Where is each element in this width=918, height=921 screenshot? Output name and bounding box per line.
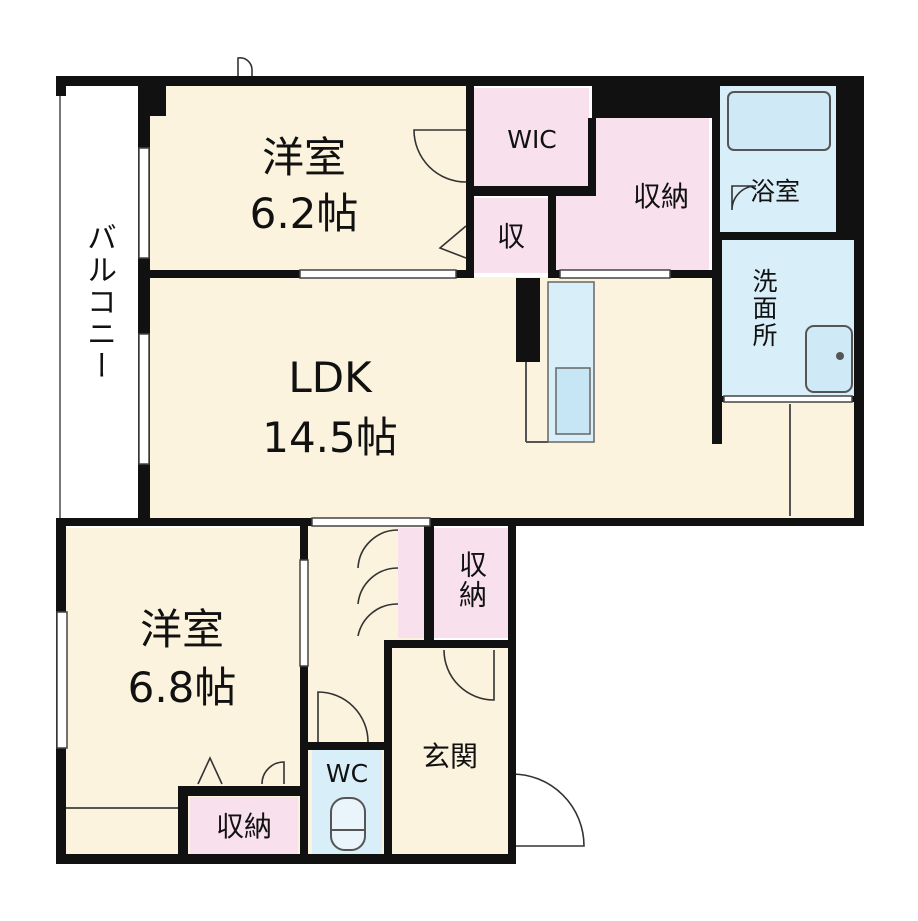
western-room-1-floor [148,85,468,275]
door-storage-hall [443,649,495,701]
door-entrance [511,773,585,847]
room1-size: 6.2帖 [250,189,359,238]
door-bathroom [731,185,757,211]
storage-hall-floor [434,528,510,638]
door-storage-small [438,225,467,259]
closet-strip [398,528,424,638]
doors [197,57,757,847]
storage-hall-label: 収納 [455,550,488,610]
storage-room2-label: 収納 [216,810,272,843]
wic-label: WIC [507,125,557,154]
toilet-label: WC [326,759,368,788]
door-hall-closet [357,529,399,637]
window-room1 [138,147,150,259]
room2-name: 洋室 [140,605,224,654]
entrance-label: 玄関 [422,740,478,773]
storage-small-top-floor [474,198,549,273]
sliding-kitchen [559,269,671,279]
ldk-name: LDK [288,353,373,402]
door-room2-closet [197,756,285,785]
sliding-room2 [299,559,309,667]
bathtub [727,91,831,151]
storage-large-top-label: 収納 [633,180,689,213]
labels: 洋室 6.2帖 LDK 14.5帖 洋室 6.8帖 WIC 収納 収 浴室 WC… [128,125,800,843]
room2-size: 6.8帖 [128,663,237,712]
storage-room2-floor [190,797,298,855]
door-wc [317,691,369,743]
bathroom-label: 浴室 [750,177,800,206]
ldk-size: 14.5帖 [262,413,398,462]
entrance-floor [392,648,510,854]
storage-small-top-label: 収 [497,220,525,253]
balcony-label: バルコニー [81,222,116,382]
balcony-area [59,84,141,521]
kitchen-sink [555,367,591,435]
door-balcony-top [237,57,253,76]
toilet-bowl [330,797,366,851]
sliding-room1-ldk [299,269,457,279]
washroom-label: 洗面所 [749,268,778,349]
sliding-washroom [723,395,853,403]
fixtures [66,91,853,851]
room1-name: 洋室 [262,133,346,182]
wash-basin [805,325,853,393]
window-ldk [138,333,150,465]
window-room2 [56,611,68,749]
door-room1 [413,129,467,183]
sliding-hall-ldk [311,517,431,527]
windows [56,147,853,749]
